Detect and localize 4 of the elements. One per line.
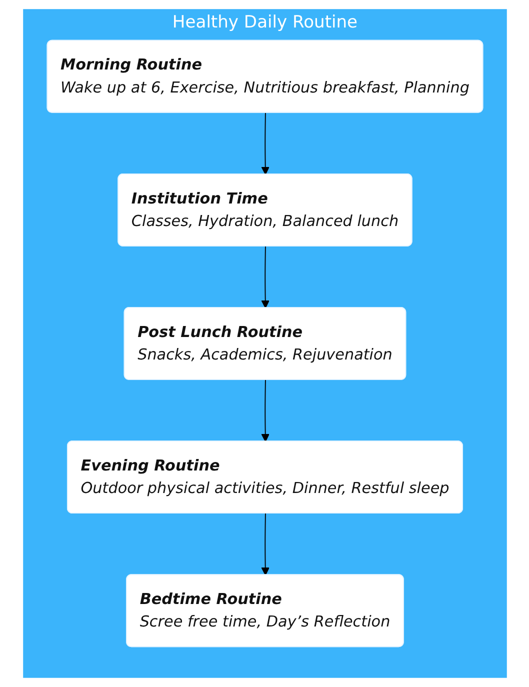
arrow — [260, 380, 270, 442]
arrow — [260, 246, 270, 308]
arrow — [260, 112, 270, 175]
arrow — [260, 513, 270, 576]
